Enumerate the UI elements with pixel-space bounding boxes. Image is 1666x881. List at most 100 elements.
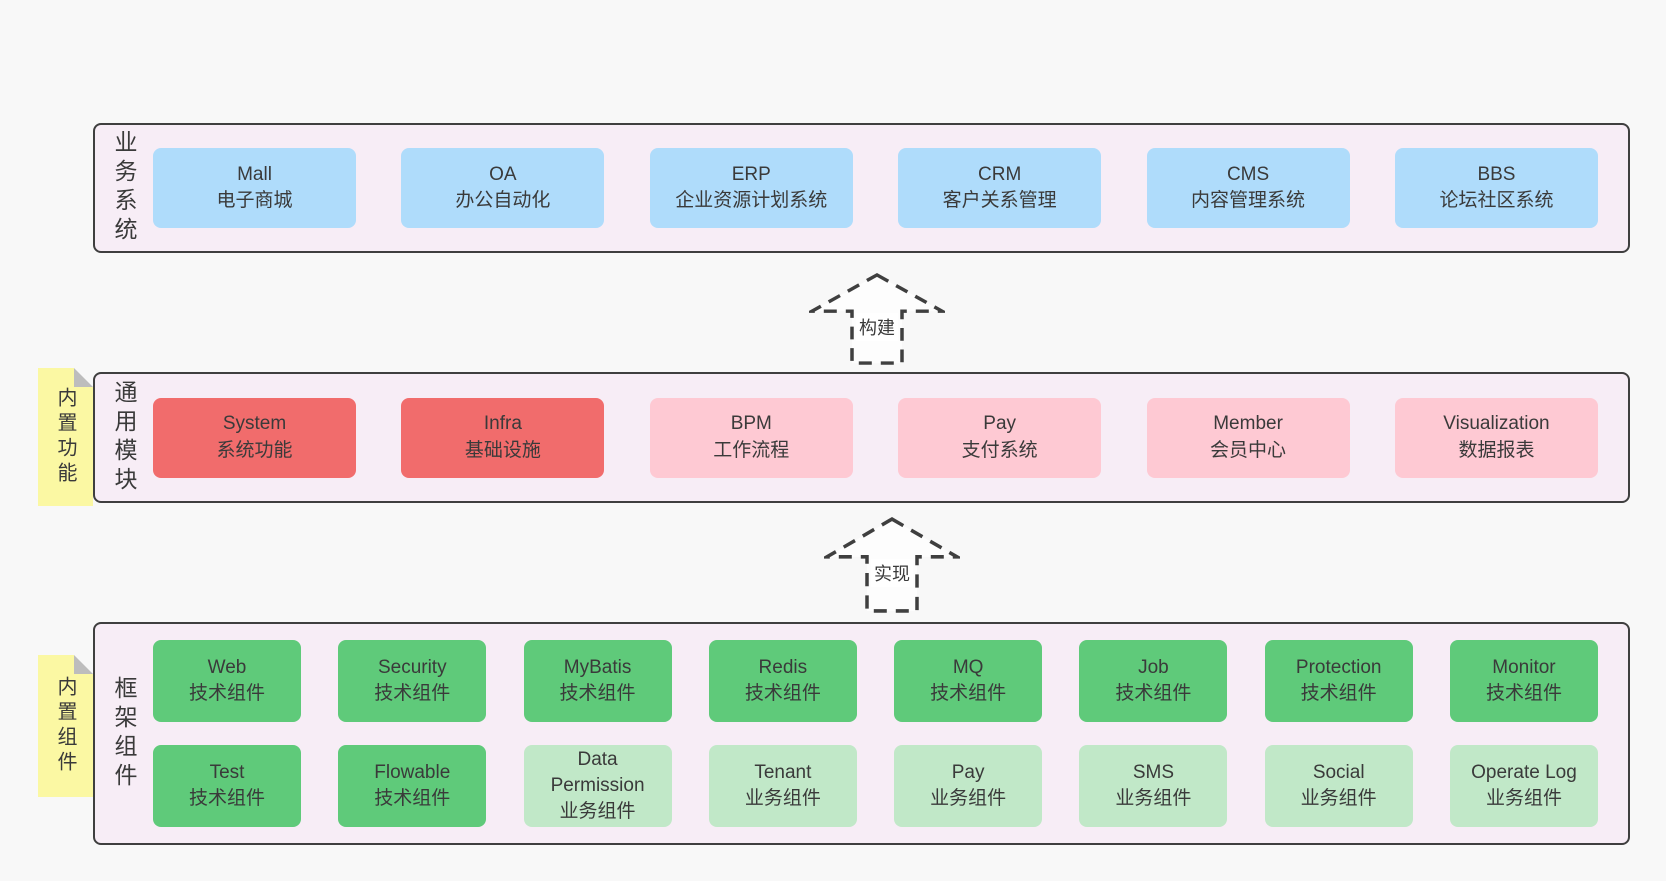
module-title: CRM	[978, 163, 1022, 185]
module-box-protection: Protection 技术组件	[1264, 640, 1413, 722]
module-box-mall: Mall 电子商城	[153, 148, 356, 228]
module-subtitle: 电子商城	[216, 190, 293, 211]
module-subtitle: 工作流程	[713, 439, 790, 461]
module-subtitle: 技术组件	[1300, 683, 1377, 704]
module-subtitle: 基础设施	[464, 439, 541, 461]
module-title: Mall	[237, 163, 272, 185]
module-subtitle: 系统功能	[216, 439, 293, 461]
module-title: Pay	[951, 761, 985, 783]
build-arrow-label: 构建	[856, 313, 898, 342]
module-box-security: Security 技术组件	[338, 640, 487, 722]
module-title: Web	[207, 656, 247, 678]
module-box-oa: OA 办公自动化	[401, 148, 605, 228]
module-title: BPM	[730, 413, 772, 435]
module-title: Pay	[983, 413, 1017, 435]
sticky-note-label: 内置功能	[54, 387, 76, 487]
module-title: BBS	[1477, 163, 1516, 185]
module-box-web: Web 技术组件	[153, 640, 301, 722]
folded-corner-icon	[74, 368, 93, 387]
module-title: MyBatis	[563, 656, 632, 678]
sticky-note-label: 内置组件	[54, 676, 76, 776]
module-title: Job	[1138, 656, 1169, 678]
module-subtitle: 技术组件	[930, 683, 1007, 704]
module-title: OA	[489, 163, 517, 185]
implement-arrow: 实现	[824, 516, 960, 614]
module-subtitle: 业务组件	[1485, 788, 1562, 809]
module-box-test: Test 技术组件	[153, 745, 301, 827]
module-subtitle: 技术组件	[1485, 683, 1562, 704]
module-subtitle: 技术组件	[1115, 683, 1192, 704]
module-title: MQ	[952, 656, 984, 678]
module-box-system: System 系统功能	[153, 397, 356, 478]
module-box-erp: ERP 企业资源计划系统	[649, 148, 853, 228]
module-box-mybatis: MyBatis 技术组件	[523, 640, 672, 722]
module-subtitle: 办公自动化	[455, 190, 551, 211]
module-title: Infra	[483, 413, 522, 435]
module-box-flowable: Flowable 技术组件	[338, 745, 487, 827]
module-title: Operate Log	[1471, 761, 1577, 783]
module-title: Member	[1213, 413, 1283, 435]
sticky-note-builtin-components: 内置组件	[38, 655, 93, 797]
module-box-monitor: Monitor 技术组件	[1449, 640, 1598, 722]
module-title: CMS	[1226, 163, 1270, 185]
module-subtitle: 技术组件	[374, 683, 451, 704]
build-arrow: 构建	[809, 272, 945, 366]
module-title: Test	[209, 761, 245, 783]
module-subtitle: 业务组件	[1115, 788, 1192, 809]
module-box-job: Job 技术组件	[1079, 640, 1228, 722]
module-subtitle: 内容管理系统	[1191, 190, 1306, 211]
module-title: Security	[377, 656, 447, 678]
module-box-social: Social 业务组件	[1264, 745, 1413, 827]
module-box-tenant: Tenant 业务组件	[708, 745, 857, 827]
module-subtitle: 业务组件	[930, 788, 1007, 809]
layer-label-common-modules: 通用模块	[111, 379, 137, 496]
module-box-bpm: BPM 工作流程	[649, 397, 853, 478]
folded-corner-icon	[74, 655, 93, 674]
module-title: System	[222, 413, 287, 435]
sticky-note-builtin-features: 内置功能	[38, 368, 93, 506]
module-title: ERP	[731, 163, 771, 185]
module-subtitle: 论坛社区系统	[1439, 190, 1554, 211]
layer-label-business-systems: 业务系统	[111, 130, 137, 246]
module-subtitle: 技术组件	[559, 683, 636, 704]
module-box-pay: Pay 业务组件	[894, 745, 1043, 827]
module-box-bbs: BBS 论坛社区系统	[1394, 148, 1598, 228]
module-subtitle: 技术组件	[188, 788, 265, 809]
module-subtitle: 技术组件	[744, 683, 821, 704]
module-subtitle: 技术组件	[374, 788, 451, 809]
module-subtitle: 业务组件	[744, 788, 821, 809]
module-title: Protection	[1295, 656, 1382, 678]
module-box-operate-log: Operate Log 业务组件	[1449, 745, 1598, 827]
module-title: Monitor	[1492, 656, 1556, 678]
module-title: Visualization	[1443, 413, 1550, 435]
module-title: Redis	[758, 656, 808, 678]
module-subtitle: 数据报表	[1458, 439, 1535, 461]
module-title: Tenant	[754, 761, 812, 783]
module-box-cms: CMS 内容管理系统	[1146, 148, 1350, 228]
module-box-visualization: Visualization 数据报表	[1394, 397, 1598, 478]
module-subtitle: 技术组件	[188, 683, 265, 704]
module-title: Flowable	[374, 761, 451, 783]
module-title: SMS	[1132, 761, 1174, 783]
module-box-sms: SMS 业务组件	[1079, 745, 1228, 827]
module-subtitle: 企业资源计划系统	[675, 190, 828, 211]
module-box-member: Member 会员中心	[1146, 397, 1350, 478]
module-title: Social	[1312, 761, 1365, 783]
module-title: Data Permission	[550, 748, 645, 796]
module-subtitle: 业务组件	[1300, 788, 1377, 809]
module-subtitle: 会员中心	[1210, 439, 1287, 461]
module-box-mq: MQ 技术组件	[894, 640, 1043, 722]
